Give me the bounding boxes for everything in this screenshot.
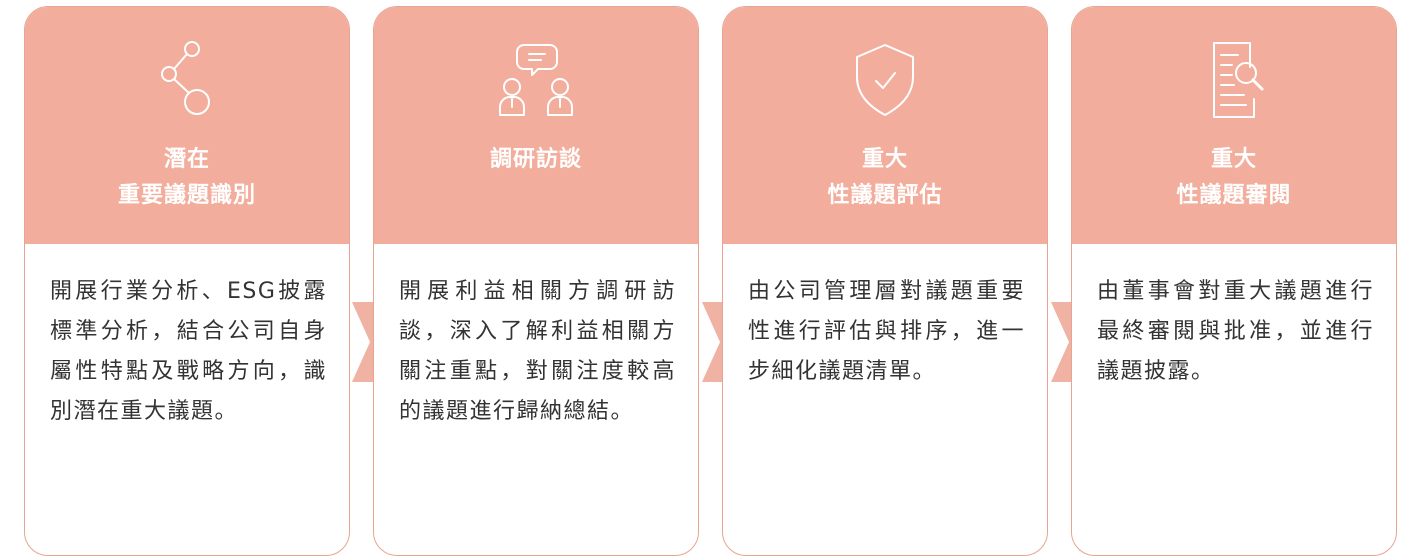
shield-check-icon [856, 44, 914, 116]
step-title-4: 重大 性議題審閱 [1176, 147, 1292, 208]
step-header-3: 重大 性議題評估 [723, 7, 1047, 244]
step-header-1: 潛在 重要議題識別 [25, 7, 349, 244]
step-card-1: 潛在 重要議題識別 開展行業分析、ESG披露標準分析，結合公司自身屬性特點及戰略… [24, 6, 350, 556]
step-header-4: 重大 性議題審閱 [1072, 7, 1396, 244]
step-card-3: 重大 性議題評估 由公司管理層對議題重要性進行評估與排序，進一步細化議題清單。 [722, 6, 1048, 556]
step-description-3: 由公司管理層對議題重要性進行評估與排序，進一步細化議題清單。 [748, 279, 1025, 384]
step-card-2: 調研訪談 開展利益相關方調研訪談，深入了解利益相關方關注重點，對關注度較高的議題… [373, 6, 699, 556]
step-description-4: 由董事會對重大議題進行最終審閱與批准，並進行議題披露。 [1097, 279, 1374, 384]
step-title-2: 調研訪談 [489, 147, 582, 172]
share-nodes-icon [161, 41, 210, 115]
step-header-2: 調研訪談 [374, 7, 698, 244]
step-description-2: 開展利益相關方調研訪談，深入了解利益相關方關注重點，對關注度較高的議題進行歸納總… [399, 279, 676, 424]
step-title-3: 重大 性議題評估 [827, 147, 943, 208]
interview-chat-icon [499, 44, 573, 116]
step-title-1: 潛在 重要議題識別 [117, 147, 256, 208]
document-search-icon [1213, 42, 1264, 118]
step-card-4: 重大 性議題審閱 由董事會對重大議題進行最終審閱與批准，並進行議題披露。 [1071, 6, 1397, 556]
step-description-1: 開展行業分析、ESG披露標準分析，結合公司自身屬性特點及戰略方向，識別潛在重大議… [50, 279, 327, 424]
